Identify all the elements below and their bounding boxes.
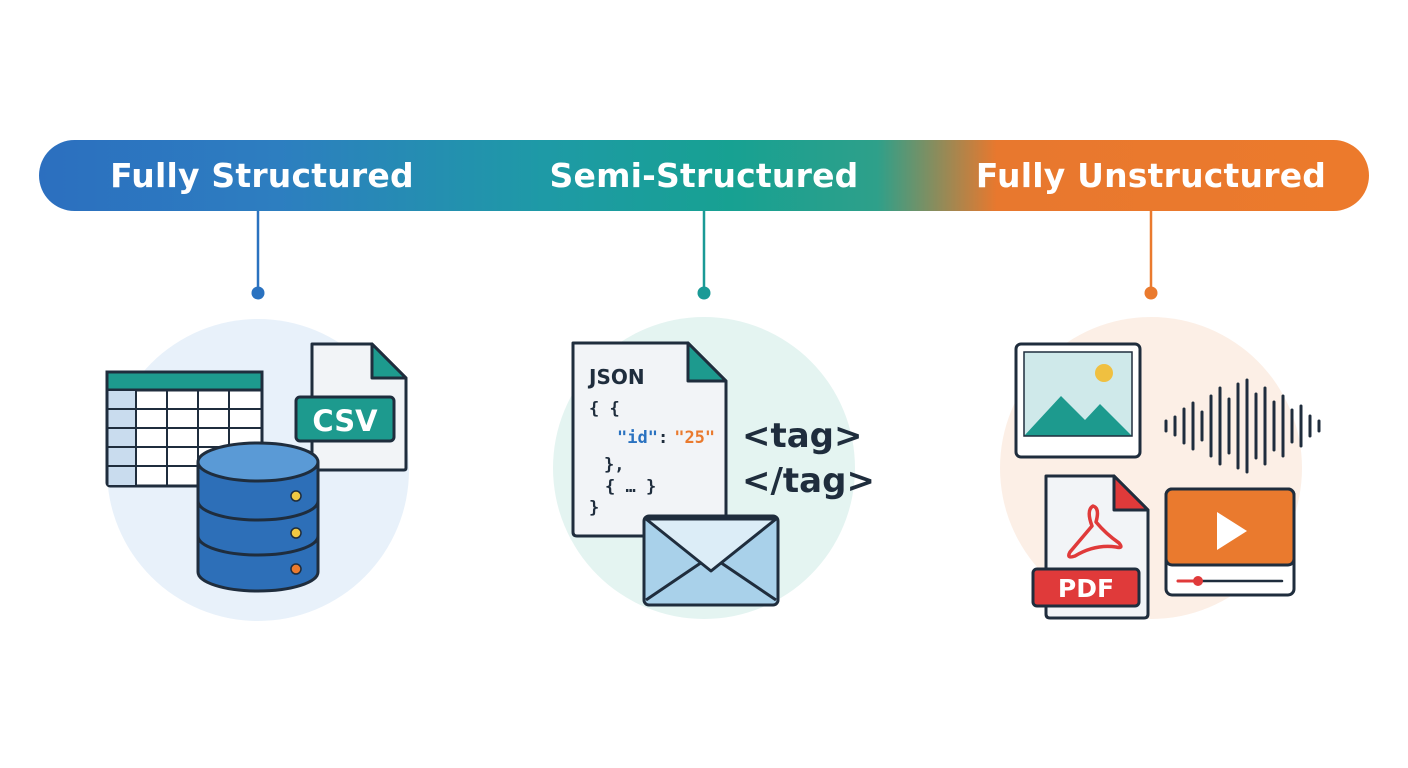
pdf-file-icon [1031,474,1150,620]
connector-dot-structured [251,286,265,300]
json-key: "id" [617,428,658,448]
xml-close-tag: </tag> [742,461,875,501]
audio-waveform-icon [1164,378,1321,474]
json-line-4: { … } [605,477,656,497]
label-semi-structured: Semi-Structured [549,156,859,195]
email-envelope-icon [642,514,780,607]
label-fully-structured: Fully Structured [110,156,414,195]
json-colon: : [658,428,668,448]
connector-dot-unstructured [1144,286,1158,300]
json-line-2: "id": "25" [617,428,715,448]
csv-label: CSV [312,404,378,438]
json-line-1: { { [589,399,620,419]
acrobat-logo-icon [1067,504,1123,559]
csv-file-icon [294,342,408,472]
connector-dot-semi [697,286,711,300]
json-line-5: } [589,498,599,518]
spectrum-bar [39,140,1369,211]
json-value: "25" [674,428,715,448]
pdf-label: PDF [1058,574,1114,603]
image-icon [1014,342,1142,459]
json-title: JSON [587,365,645,389]
database-icon [196,441,320,593]
video-player-icon [1164,487,1296,597]
label-fully-unstructured: Fully Unstructured [975,156,1327,195]
json-line-3: }, [604,455,624,475]
xml-open-tag: <tag> [742,416,863,456]
